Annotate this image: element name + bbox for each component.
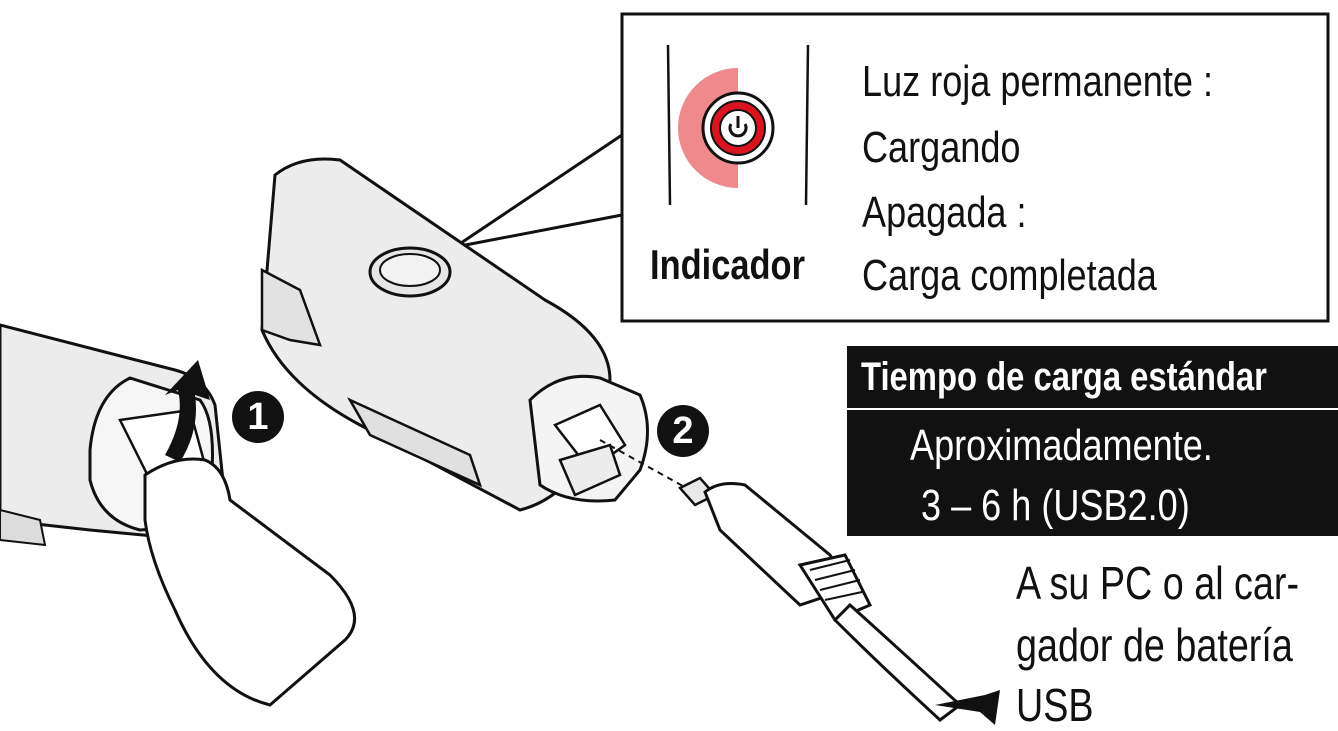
- status-line-1: Luz roja permanente :: [862, 57, 1213, 106]
- destination-line-3: USB: [1016, 679, 1094, 731]
- indicator-detail: [666, 44, 810, 206]
- callout-pointer: [454, 133, 623, 249]
- main-device: [260, 157, 649, 512]
- usb-arrow: [935, 690, 1000, 725]
- step-1-badge: 1: [232, 391, 284, 443]
- destination-line-2: gador de batería: [1016, 619, 1293, 671]
- status-line-4: Carga completada: [862, 251, 1157, 300]
- status-line-3: Apagada :: [862, 188, 1027, 237]
- power-icon: [728, 116, 748, 138]
- indicator-label: Indicador: [650, 241, 806, 288]
- status-line-2: Cargando: [862, 123, 1021, 172]
- destination-line-1: A su PC o al car-: [1016, 557, 1300, 609]
- open-cap-arrow: [165, 360, 210, 462]
- usb-cable: [677, 476, 963, 722]
- charge-time-body-box: [847, 410, 1338, 536]
- finger: [143, 457, 357, 707]
- callout-box: [620, 12, 1330, 323]
- charge-time-line-2: 3 – 6 h (USB2.0): [921, 481, 1190, 530]
- charge-time-header-box: [847, 346, 1338, 408]
- charge-time-header: Tiempo de carga estándar: [861, 355, 1267, 399]
- step-2-badge: 2: [657, 405, 709, 457]
- charge-time-line-1: Aproximadamente.: [910, 421, 1213, 470]
